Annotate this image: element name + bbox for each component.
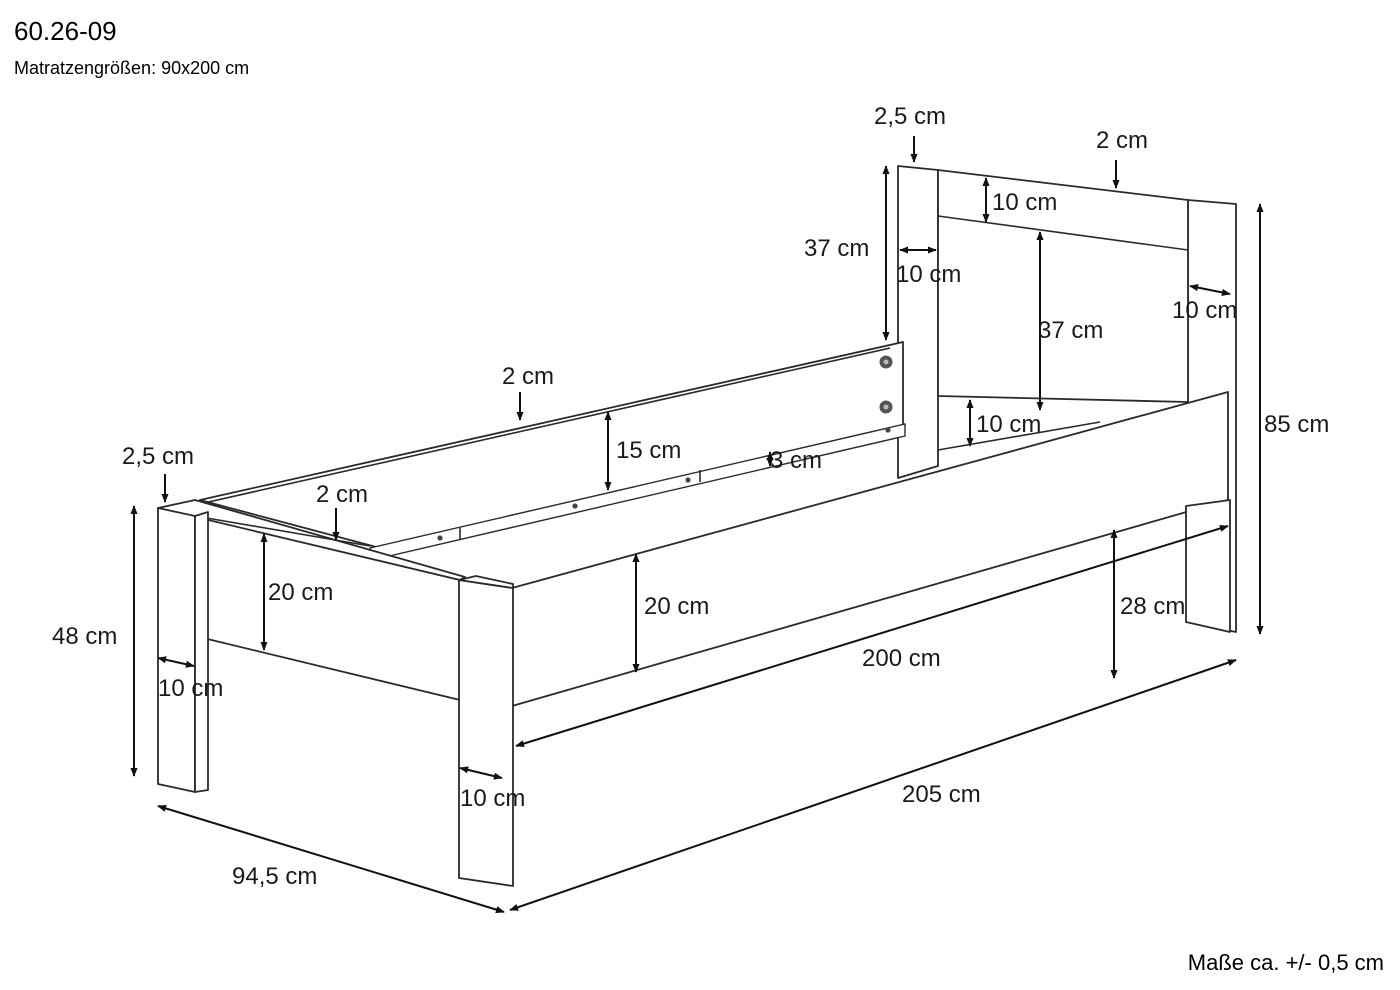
leg-back-right: [1185, 499, 1231, 633]
foot-post-left-side: [194, 511, 209, 793]
label-foot-post-left-width: 10 cm: [158, 675, 223, 702]
dim-foot-post-front-width: [459, 766, 503, 780]
bed-frame: [157, 165, 1237, 887]
foot-board-inner-top: [194, 515, 371, 547]
label-headboard-post-right: 10 cm: [1172, 297, 1237, 324]
headboard-panel: [937, 169, 1189, 403]
foot-post-left: [157, 507, 196, 793]
foot-post-front-top: [458, 575, 514, 589]
dim-foot-post-left-width: [157, 656, 195, 668]
label-foot-board-height: 20 cm: [268, 579, 333, 606]
label-headboard-bottom-rail: 10 cm: [976, 411, 1041, 438]
foot-board-top: [157, 499, 466, 581]
foot-post-front: [458, 579, 514, 887]
label-foot-board-thickness: 2 cm: [316, 481, 368, 508]
label-headboard-top-rail: 10 cm: [992, 189, 1057, 216]
label-total-height: 85 cm: [1264, 411, 1329, 438]
label-headboard-top-thickness: 2,5 cm: [874, 103, 946, 130]
dim-outer-length: [509, 659, 1237, 911]
dim-outer-width: [157, 804, 505, 914]
label-side-board-height: 20 cm: [644, 593, 709, 620]
label-headboard-post-left: 10 cm: [896, 261, 961, 288]
article-number: 60.26-09: [14, 16, 117, 46]
label-headboard-panel-height: 37 cm: [1038, 317, 1103, 344]
label-inner-length: 200 cm: [862, 645, 941, 672]
tolerance-note: Maße ca. +/- 0,5 cm: [1188, 950, 1384, 975]
label-outer-length: 205 cm: [902, 781, 981, 808]
label-outer-width: 94,5 cm: [232, 863, 317, 890]
headboard-lower-rail-edge: [937, 421, 1101, 451]
label-headboard-panel-thickness: 2 cm: [1096, 127, 1148, 154]
label-foot-post-thickness: 2,5 cm: [122, 443, 194, 470]
mattress-size-note: Matratzengrößen: 90x200 cm: [14, 58, 249, 78]
headboard-top-rail-edge: [937, 215, 1189, 251]
label-side-rail-height: 15 cm: [616, 437, 681, 464]
dimension-lines: [130, 136, 1264, 914]
dimension-labels: 2,5 cm 2 cm 10 cm 37 cm 10 cm 10 cm 37 c…: [52, 103, 1329, 890]
label-foot-post-front-width: 10 cm: [460, 785, 525, 812]
label-foot-height: 48 cm: [52, 623, 117, 650]
label-side-rail-thickness: 2 cm: [502, 363, 554, 390]
label-slat-ledge: 3 cm: [770, 447, 822, 474]
label-ground-clearance: 28 cm: [1120, 593, 1185, 620]
label-headboard-upper-height: 37 cm: [804, 235, 869, 262]
bolt-holes: [879, 355, 893, 414]
dim-headboard-post-right: [1189, 284, 1231, 296]
side-rail-back-top-edge: [181, 347, 891, 509]
